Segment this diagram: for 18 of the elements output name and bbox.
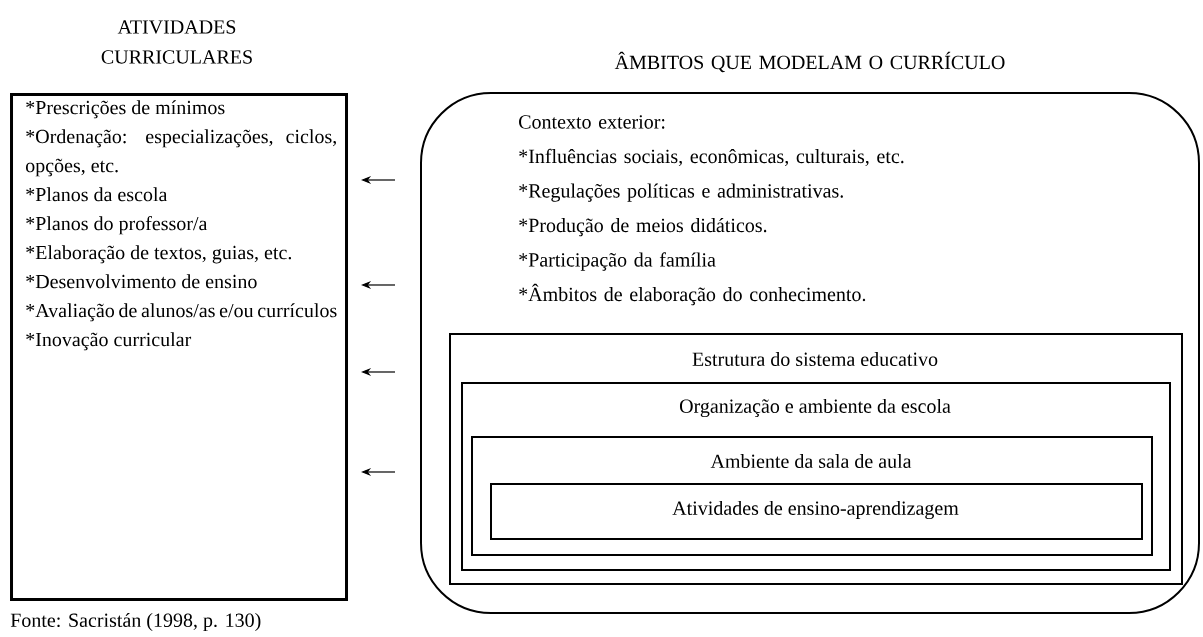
node-label: *Influências sociais, econômicas, culturais, etc. — [519, 148, 904, 167]
node-label: *Planos da escola — [26, 187, 168, 202]
node-label: *Ordenação: especializações, ciclos, opções, etc. — [25, 129, 336, 177]
column-heading: ATIVIDADES CURRICULARES — [101, 20, 252, 64]
node-label: *Planos do professor/a — [26, 216, 208, 235]
list-box: *Prescrições de mínimos *Ordenação: especializações, ciclos, opções, etc. *Planos da escola *Planos do professor/a *Elaboração de textos, guias, etc. *Desenvolvimento de ensino *Avaliação de alunos/as e/ou currículos *Inovação curricular — [10, 93, 348, 601]
node-label: *Prescrições de mínimos — [26, 100, 225, 119]
node-label: *Desenvolvimento de ensino — [26, 274, 257, 289]
node-label: *Elaboração de textos, guias, etc. — [26, 245, 292, 264]
node-label: Contexto exterior: — [519, 115, 665, 129]
node-label: *Avaliação de alunos/as e/ou currículos — [26, 303, 337, 322]
column-heading: ÂMBITOS QUE MODELAM O CURRÍCULO — [614, 51, 1005, 73]
node-label: *Regulações políticas e administrativas. — [519, 183, 843, 202]
node-label: *Produção de meios didáticos. — [519, 218, 767, 237]
node-label: *Participação da família — [519, 252, 716, 271]
nested-box: Atividades de ensino-aprendizagem — [490, 483, 1143, 540]
node-label: *Âmbitos de elaboração do conhecimento. — [519, 283, 866, 306]
node-label: *Inovação curricular — [26, 332, 192, 351]
